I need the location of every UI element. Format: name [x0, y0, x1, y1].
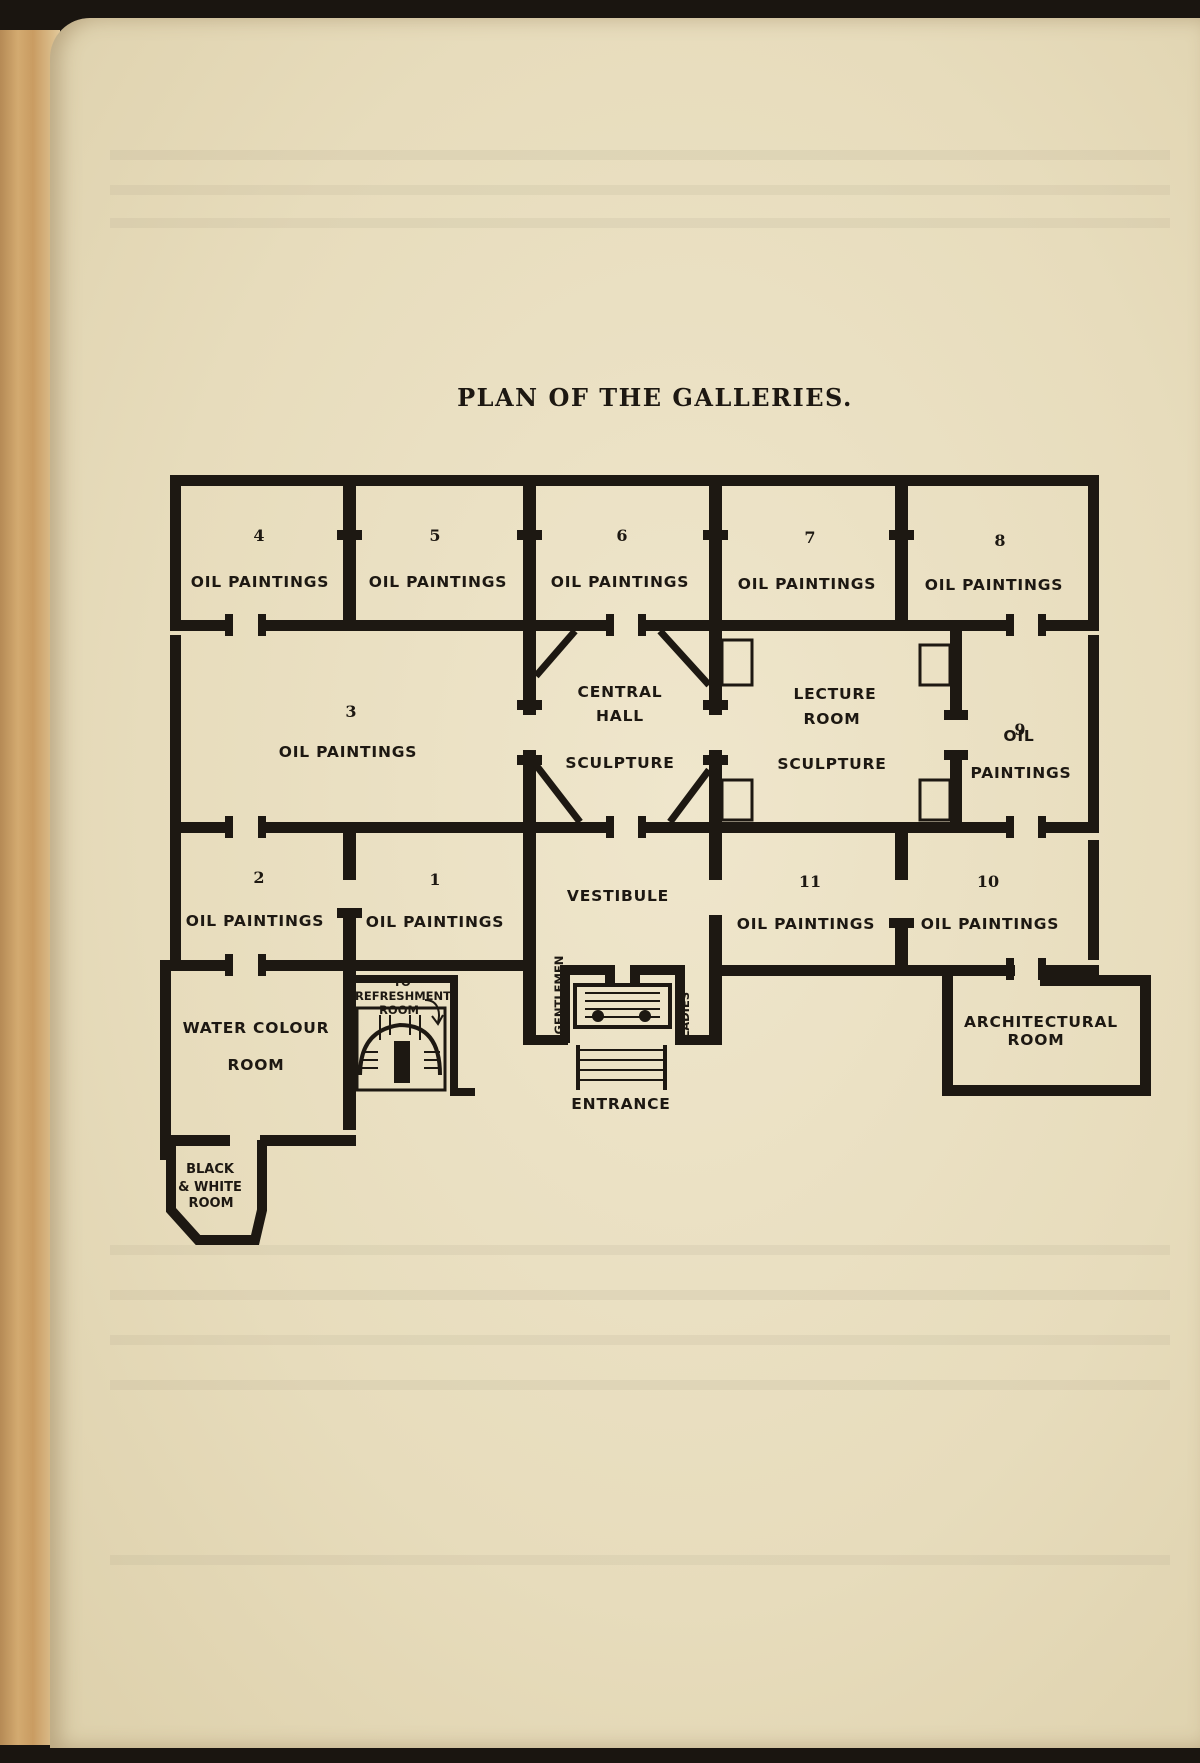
refreshment-staircase: [355, 1006, 447, 1092]
room-8-label: OIL PAINTINGS: [925, 576, 1064, 594]
entrance-staircase: [573, 983, 672, 1090]
room-7-number: 7: [804, 528, 815, 547]
architectural-room-label-1: ARCHITECTURAL: [964, 1013, 1118, 1031]
show-through-text: [110, 1245, 1170, 1255]
show-through-text: [110, 150, 1170, 160]
refreshment-label-1: TO: [393, 975, 411, 989]
refreshment-label-3: ROOM: [379, 1003, 419, 1017]
black-white-room-label-1: BLACK: [186, 1162, 235, 1177]
black-white-room-walls: [166, 1140, 267, 1245]
show-through-text: [110, 185, 1170, 195]
black-white-room-label-2: & WHITE: [178, 1180, 242, 1195]
architectural-room-label-2: ROOM: [1008, 1031, 1065, 1049]
room-2-number: 2: [253, 868, 264, 887]
room-7-label: OIL PAINTINGS: [738, 575, 877, 593]
room-9-label-top: OIL: [1003, 727, 1034, 745]
room-11-label: OIL PAINTINGS: [737, 915, 876, 933]
ladies-label: LADIES: [678, 992, 692, 1038]
gentlemen-label: GENTLEMEN: [552, 956, 566, 1035]
small-alcoves: [720, 638, 952, 822]
room-6-label: OIL PAINTINGS: [551, 573, 690, 591]
show-through-text: [110, 1290, 1170, 1300]
room-5-number: 5: [429, 526, 440, 545]
room-2-label: OIL PAINTINGS: [186, 912, 325, 930]
room-5-label: OIL PAINTINGS: [369, 573, 508, 591]
room-9-label-bottom: PAINTINGS: [970, 764, 1071, 782]
show-through-text: [110, 1555, 1170, 1565]
water-colour-room-label-2: ROOM: [228, 1056, 285, 1074]
room-4-label: OIL PAINTINGS: [191, 573, 330, 591]
room-8-number: 8: [994, 531, 1005, 550]
refreshment-label-2: REFRESHMENT: [355, 989, 451, 1003]
room-1-label: OIL PAINTINGS: [366, 913, 505, 931]
black-white-room-label-3: ROOM: [188, 1196, 233, 1211]
lecture-room-label-2: ROOM: [804, 710, 861, 728]
room-11-number: 11: [799, 872, 821, 891]
room-4-number: 4: [253, 526, 264, 545]
central-hall-label-3: SCULPTURE: [565, 754, 674, 772]
room-1-number: 1: [429, 870, 440, 889]
lecture-room-label-3: SCULPTURE: [777, 755, 886, 773]
room-6-number: 6: [616, 526, 627, 545]
room-10-label: OIL PAINTINGS: [921, 915, 1060, 933]
arch-braces: [533, 628, 712, 825]
room-9-number: 9: [1014, 720, 1025, 739]
refreshment-arrow-icon: [424, 999, 440, 1023]
plan-walls: [160, 475, 1151, 1160]
entrance-label: ENTRANCE: [571, 1095, 670, 1113]
book-page: [50, 18, 1200, 1748]
plan-title: PLAN OF THE GALLERIES.: [457, 383, 853, 412]
central-hall-label-2: HALL: [596, 707, 644, 725]
room-3-number: 3: [345, 702, 356, 721]
show-through-text: [110, 218, 1170, 228]
lecture-room-label-1: LECTURE: [793, 685, 876, 703]
show-through-text: [110, 1380, 1170, 1390]
room-3-label: OIL PAINTINGS: [279, 743, 418, 761]
show-through-text: [110, 1335, 1170, 1345]
room-10-number: 10: [977, 872, 999, 891]
water-colour-room-label-1: WATER COLOUR: [183, 1019, 330, 1037]
central-hall-label-1: CENTRAL: [578, 683, 663, 701]
vestibule-label: VESTIBULE: [567, 887, 669, 905]
